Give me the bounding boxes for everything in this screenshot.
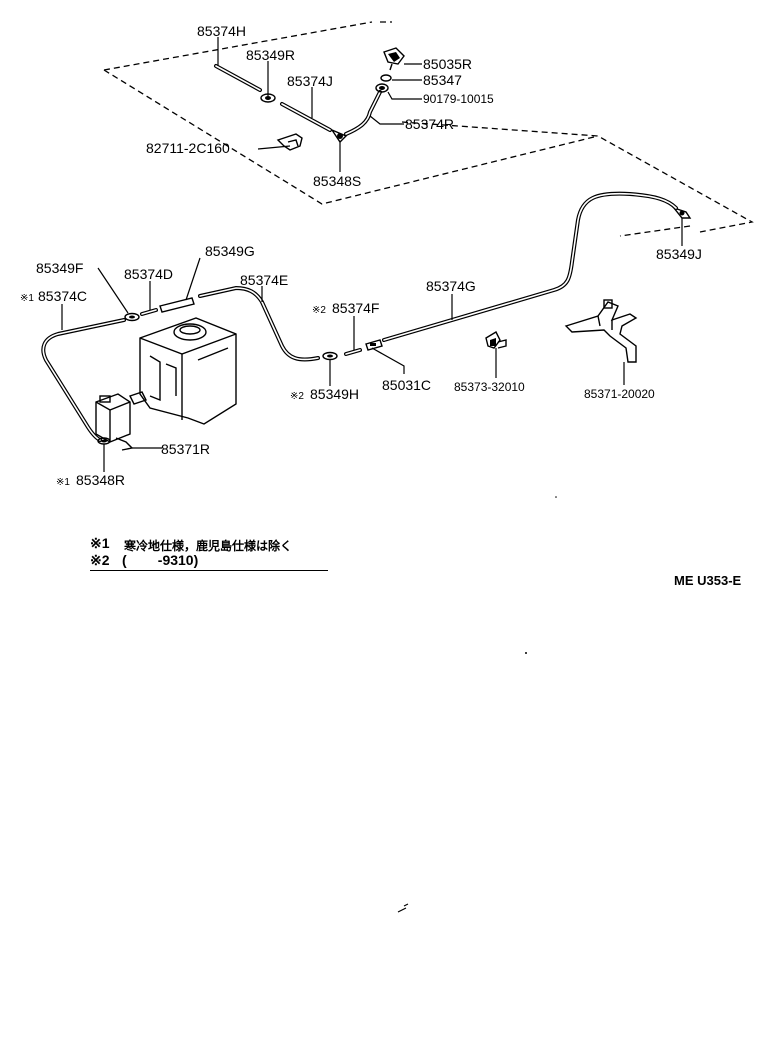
joint-85349g [159,297,195,313]
mark-85374f: ※2 [312,305,326,316]
speck [397,903,409,913]
hose-85374c [41,318,126,442]
label-85349g: 85349G [205,243,255,259]
label-85374d: 85374D [124,266,173,282]
mark-85349h: ※2 [290,391,304,402]
label-85371-20020: 85371-20020 [584,387,655,401]
label-85349f: 85349F [36,260,83,276]
label-85374j: 85374J [287,73,333,89]
leader-lines [61,37,683,472]
label-85374g: 85374G [426,278,476,294]
label-85371r: 85371R [161,441,210,457]
joint-85349j [671,206,692,219]
hose-85374e [198,285,320,362]
footnote-1-text: 寒冷地仕様，鹿児島仕様は除く [124,539,293,553]
nozzle-85035r [383,47,405,71]
washer-pump-85371r [95,393,134,451]
grommet-90179 [375,83,389,93]
label-85374c: 85374C [38,288,87,304]
label-85348s: 85348S [313,173,361,189]
hose-85374d [140,308,158,316]
label-85348r: 85348R [76,472,125,488]
label-85031c: 85031C [382,377,431,393]
label-85374h: 85374H [197,23,246,39]
joint-85031c [365,339,383,351]
mark-85348r: ※1 [56,477,70,488]
mark-85374c: ※1 [20,293,34,304]
joint-85349f [124,312,140,322]
hose-85374j [280,102,332,132]
diagram-code: ME U353-E [674,573,742,588]
label-85373-32010: 85373-32010 [454,380,525,394]
hose-85374g-route [382,191,678,342]
packing-85347 [380,74,392,82]
label-85349j: 85349J [656,246,702,262]
label-90179-10015: 90179-10015 [423,92,494,106]
bracket-85371 [564,299,638,363]
footnote-2-text: ( -9310) [122,552,199,568]
label-85035r: 85035R [423,56,472,72]
hose-85374r [344,90,382,136]
label-85374f: 85374F [332,300,379,316]
clamp-85373 [485,331,507,349]
hose-85374f [344,348,362,356]
part-labels: 85374H 85349R 85374J 85035R 85347 90179-… [20,23,702,488]
footnote-2-mark: ※2 [90,552,110,568]
label-85349r: 85349R [246,47,295,63]
label-82711-2c160: 82711-2C160 [146,140,230,156]
speck [555,496,557,498]
speck [525,652,527,654]
label-85347: 85347 [423,72,462,88]
tee-85348s [330,128,348,144]
footnote-1-mark: ※1 [90,535,110,551]
dashed-region-outline [103,21,754,237]
label-85374r: 85374R [405,116,454,132]
label-85374e: 85374E [240,272,288,288]
footnote-rule [90,570,328,571]
clip-82711 [276,133,303,151]
washer-tank [129,317,237,425]
label-85349h: 85349H [310,386,359,402]
hose-85374h [214,64,262,92]
joint-85349h [322,351,338,361]
